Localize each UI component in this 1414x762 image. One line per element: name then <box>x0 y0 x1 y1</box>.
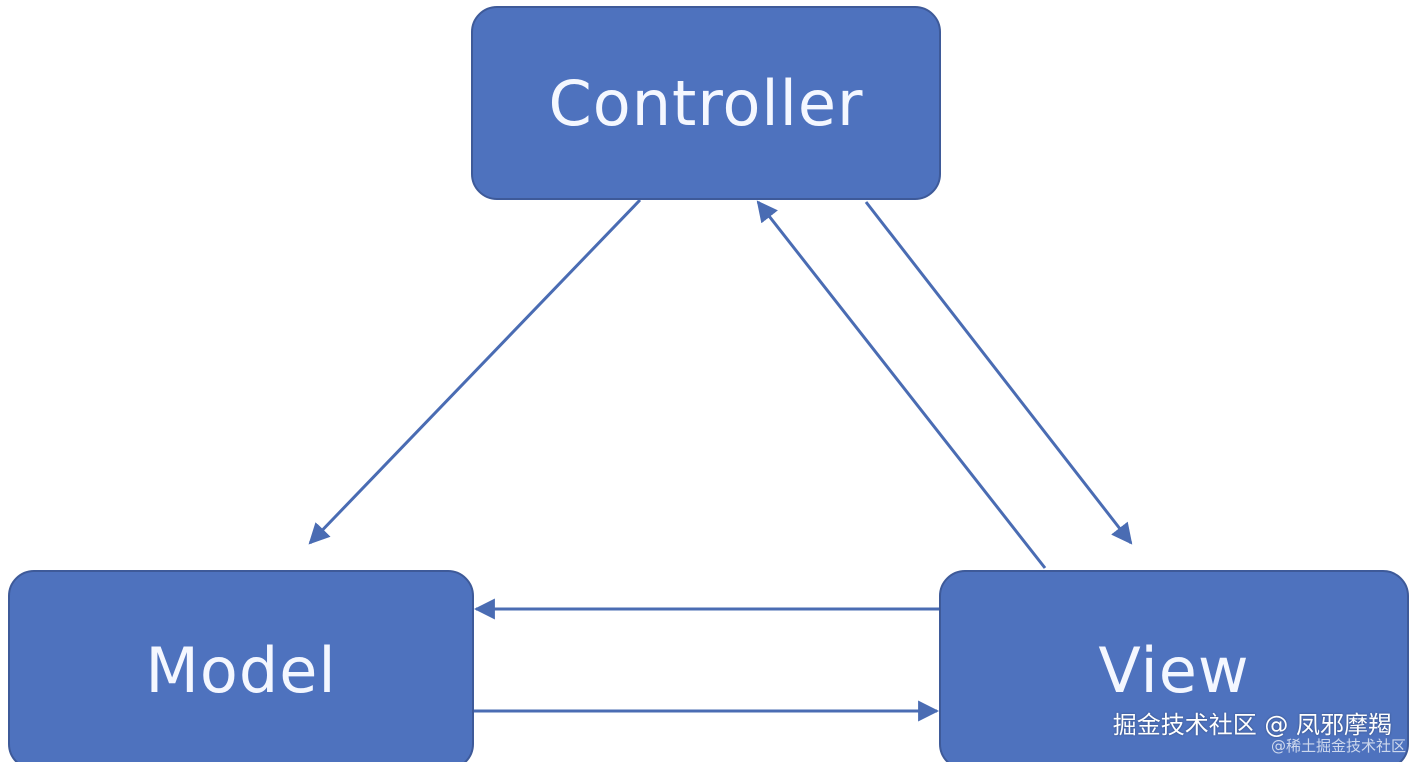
controller-label: Controller <box>548 66 864 140</box>
edge-controller-to-view <box>864 201 1133 545</box>
controller-node: Controller <box>471 6 941 200</box>
watermark-sub: @稀土掘金技术社区 <box>1270 737 1406 755</box>
edge-view-to-controller <box>756 200 1047 569</box>
view-node: View <box>939 570 1409 762</box>
watermark-main: 掘金技术社区 @ 凤邪摩羯 <box>1112 711 1392 739</box>
model-node: Model <box>8 570 474 762</box>
edge-controller-to-model <box>308 198 642 545</box>
model-label: Model <box>145 633 337 707</box>
view-label: View <box>1098 633 1250 707</box>
